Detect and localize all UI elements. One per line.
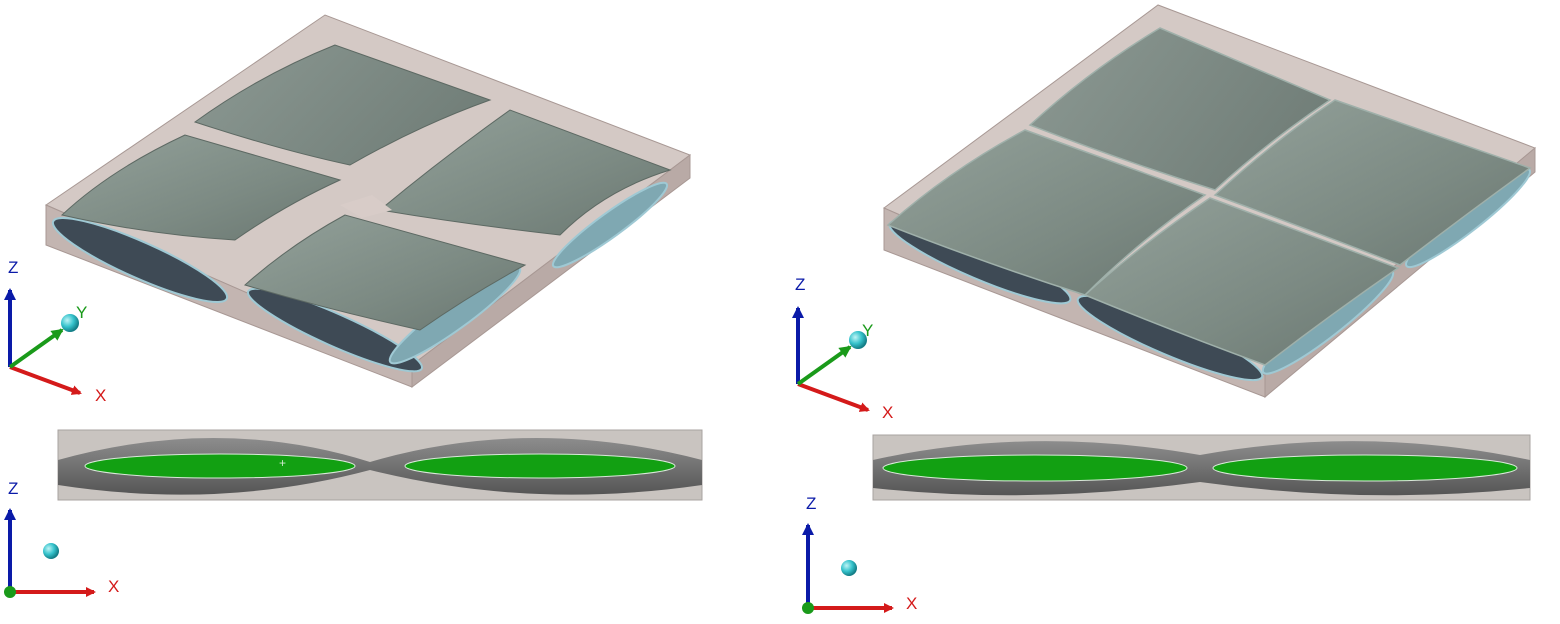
crosshair-icon: + (279, 456, 286, 470)
left-section-fiber-2 (404, 453, 676, 479)
right-section-fiber-2 (1212, 454, 1518, 482)
right-iso-triad: Z Y X (792, 275, 893, 422)
sphere-icon (43, 543, 59, 559)
right-front-x-label: X (906, 594, 917, 613)
sphere-icon (841, 560, 857, 576)
left-fiber-underside-1 (51, 217, 229, 303)
sphere-icon (849, 331, 867, 349)
left-iso-x-label: X (95, 386, 106, 405)
left-fiber-underside-2 (246, 287, 424, 373)
origin-dot-icon (4, 586, 16, 598)
left-iso-triad: Z Y X (3, 258, 106, 405)
left-front-triad: Z X (3, 479, 119, 598)
right-iso-y-label: Y (862, 321, 873, 340)
right-fiber-top-back (1028, 27, 1332, 191)
right-front-triad: Z X (802, 494, 917, 614)
left-fiber-top-back (193, 44, 492, 166)
origin-dot-icon (802, 602, 814, 614)
left-fiber-top-front (243, 214, 527, 331)
left-section-fiber-1 (84, 453, 356, 479)
left-iso-y-label: Y (76, 303, 87, 322)
left-fiber-underside-4 (551, 181, 669, 269)
right-fiber-top-front (1083, 197, 1400, 366)
left-front-z-label: Z (8, 479, 18, 498)
left-section-band (58, 437, 702, 495)
right-iso-x-label: X (882, 403, 893, 422)
left-fiber-top-right (378, 109, 672, 236)
left-gap (340, 195, 392, 218)
right-iso-z-label: Z (795, 275, 805, 294)
right-fiber-top-right (1213, 99, 1532, 266)
left-iso-z-label: Z (8, 258, 18, 277)
left-fiber-top-left (60, 134, 342, 241)
right-fiber-top-left (886, 129, 1207, 296)
right-front-section (872, 434, 1531, 501)
right-front-z-label: Z (806, 494, 816, 513)
right-iso-view (883, 4, 1536, 399)
left-iso-view (44, 14, 692, 389)
left-front-x-label: X (108, 577, 119, 596)
sphere-icon (61, 314, 79, 332)
right-section-fiber-1 (882, 454, 1188, 482)
left-front-section: + (57, 429, 703, 501)
